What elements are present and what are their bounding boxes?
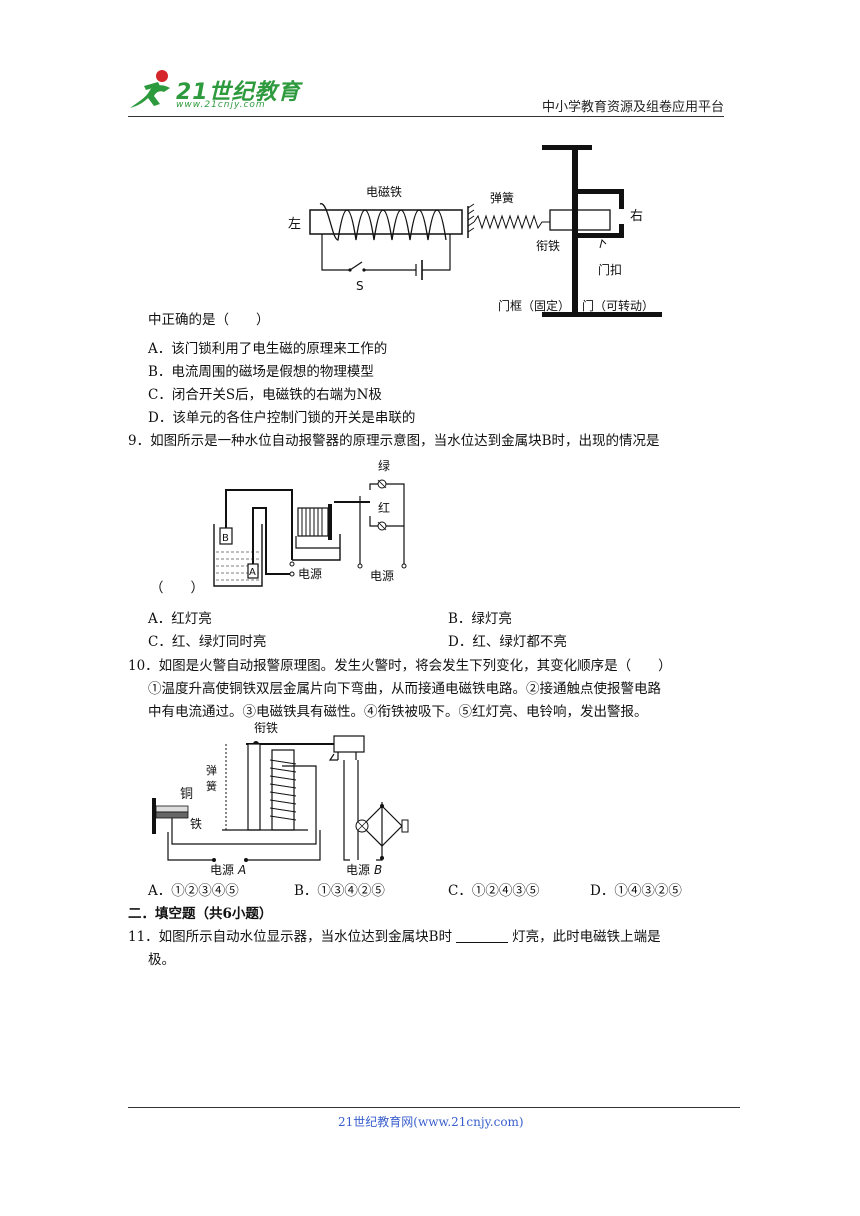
q8-option-a[interactable]: A．该门锁利用了电生磁的原理来工作的	[148, 341, 388, 357]
q10-a-label: A	[237, 863, 246, 877]
right-label: 右	[630, 209, 643, 224]
q11-stem-line-2: 极。	[148, 950, 175, 970]
q9-red-label: 红	[378, 500, 390, 515]
electromagnet-label: 电磁铁	[366, 184, 402, 199]
q11-stem-b: 灯亮，此时电磁铁上端是	[512, 929, 661, 945]
armature-label: 衔铁	[536, 239, 560, 253]
q11-stem-a: 11．如图所示自动水位显示器，当水位达到金属块B时	[128, 929, 453, 945]
q10-power-a-label: 电源	[210, 863, 234, 877]
q11-stem-line-1: 11．如图所示自动水位显示器，当水位达到金属块B时 灯亮，此时电磁铁上端是	[128, 927, 661, 947]
q9-option-b[interactable]: B．绿灯亮	[448, 611, 512, 627]
footer-divider	[128, 1107, 740, 1108]
platform-name: 中小学教育资源及组卷应用平台	[542, 100, 725, 115]
section-2-title: 二．填空题（共6小题）	[128, 906, 273, 922]
q10-fire-alarm-diagram: 衔铁 弹 簧 铜 铁 电源 A 电源 B	[152, 721, 409, 877]
door-frame	[572, 145, 578, 315]
electromagnet-coil	[319, 203, 447, 241]
left-label: 左	[288, 217, 301, 232]
q10-armature-label: 衔铁	[254, 721, 278, 735]
q11-stem-c: 极。	[148, 952, 175, 968]
q9-option-c[interactable]: C．红、绿灯同时亮	[148, 634, 267, 650]
q10-option-d[interactable]: D．①④③②⑤	[590, 883, 682, 899]
q8-option-b[interactable]: B．电流周围的磁场是假想的物理模型	[148, 364, 374, 380]
spring-label: 弹簧	[490, 190, 514, 205]
q10-iron-label: 铁	[190, 817, 202, 831]
q10-option-a[interactable]: A．①②③④⑤	[148, 883, 239, 899]
switch-label: S	[356, 279, 364, 293]
q10-b-label: B	[374, 863, 382, 877]
q10-stem-1: 10．如图是火警自动报警原理图。发生火警时，将会发生下列变化，其变化顺序是（ ）	[128, 658, 672, 674]
q8-stem-tail: 中正确的是（ ）	[148, 312, 270, 328]
logo-runner-icon	[130, 70, 170, 108]
q10-spring-label-1: 弹	[206, 763, 217, 777]
door-label: 门（可转动）	[582, 298, 654, 313]
q10-stem-3: 中有电流通过。③电磁铁具有磁性。④衔铁被吸下。⑤红灯亮、电铃响，发出警报。	[148, 704, 648, 720]
q9-green-label: 绿	[378, 458, 390, 473]
footer-text[interactable]: 21世纪教育网(www.21cnjy.com)	[338, 1115, 524, 1129]
q9-metal-b: B	[222, 533, 229, 544]
q8-door-lock-diagram: 电磁铁 左 弹簧 衔铁 右 门扣 门框（固定） 门（可转动） S	[288, 145, 662, 317]
q10-option-c[interactable]: C．①②④③⑤	[448, 883, 540, 899]
q8-option-c[interactable]: C．闭合开关S后，电磁铁的右端为N极	[148, 387, 382, 403]
q10-option-b[interactable]: B．①③④②⑤	[294, 883, 385, 899]
q9-paren: （ ）	[150, 580, 204, 596]
q9-stem: 9．如图所示是一种水位自动报警器的原理示意图，当水位达到金属块B时，出现的情况是	[128, 433, 660, 449]
header: 21世纪教育 www.21cnjy.com 中小学教育资源及组卷应用平台	[0, 0, 860, 120]
logo-url: www.21cnjy.com	[176, 100, 266, 110]
q9-water-alarm-diagram: B A 电源 绿 红 电源	[213, 458, 407, 587]
q10-stem-2: ①温度升高使铜铁双层金属片向下弯曲，从而接通电磁铁电路。②接通触点使报警电路	[148, 681, 661, 697]
q10-spring-label-2: 簧	[206, 779, 217, 793]
spring	[473, 214, 550, 230]
q9-power2-label: 电源	[370, 569, 394, 583]
q9-option-a[interactable]: A．红灯亮	[148, 611, 212, 627]
frame-label: 门框（固定）	[498, 298, 570, 313]
q9-metal-a: A	[249, 567, 256, 578]
latch-label: 门扣	[598, 262, 622, 277]
q11-blank-1[interactable]	[456, 928, 509, 943]
logo-text: 21世纪教育	[176, 80, 301, 105]
q8-option-d[interactable]: D．该单元的各住户控制门锁的开关是串联的	[148, 410, 416, 426]
q10-power-b-label: 电源	[346, 863, 370, 877]
armature	[549, 209, 611, 231]
q10-copper-label: 铜	[180, 787, 193, 802]
q9-option-d[interactable]: D．红、绿灯都不亮	[448, 634, 567, 650]
header-divider	[128, 116, 724, 117]
q9-power1-label: 电源	[298, 567, 322, 581]
